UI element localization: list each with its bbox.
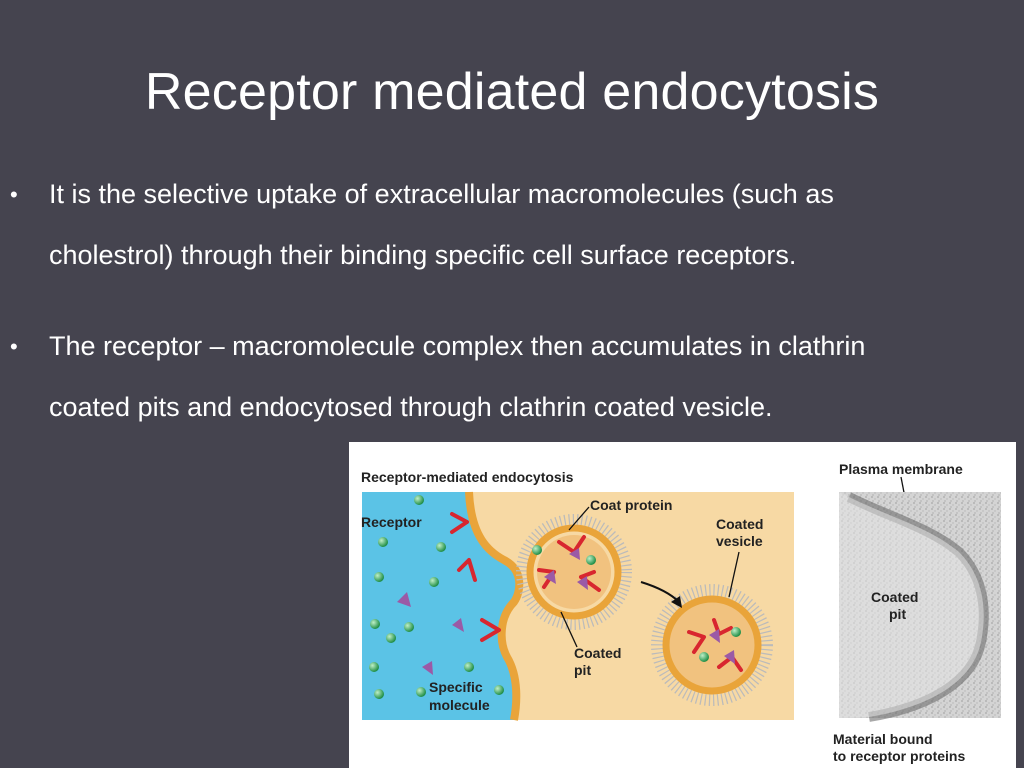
coat-protein-label: Coat protein (590, 497, 672, 513)
coated-pit (516, 514, 632, 630)
molecule-icon (724, 650, 735, 664)
coated-vesicle-label: Coated (716, 516, 763, 532)
material-bound-label: to receptor proteins (833, 748, 965, 764)
coated-pit-label: pit (574, 662, 591, 678)
bullet-text: It is the selective uptake of extracellu… (49, 164, 1009, 286)
receptor-icon (687, 630, 706, 654)
bullet-dot: • (10, 182, 18, 207)
coated-vesicle (651, 584, 773, 706)
bullet-line: coated pits and endocytosed through clat… (49, 392, 773, 422)
leader-line (560, 611, 578, 648)
molecule-icon (397, 592, 411, 607)
bullet-text: The receptor – macromolecule complex the… (49, 316, 1009, 438)
receptor-icon (450, 512, 469, 534)
molecule-icon (422, 661, 433, 675)
endocytosis-figure: Receptor-mediated endocytosis (349, 442, 1016, 768)
leader-line (728, 551, 740, 598)
material-bound-label: Material bound (833, 731, 933, 747)
plasma-membrane (465, 491, 524, 721)
specific-molecule-label: molecule (429, 697, 490, 713)
coated-vesicle-label: vesicle (716, 533, 763, 549)
molecule-icon (577, 576, 588, 590)
specific-molecule-label: Specific (429, 679, 483, 695)
receptor-icon (457, 558, 477, 582)
figure-heading: Receptor-mediated endocytosis (361, 469, 574, 485)
bullet-line: It is the selective uptake of extracellu… (49, 179, 834, 209)
arrowhead-icon (671, 596, 682, 608)
molecule-icon (452, 618, 464, 632)
plasma-membrane-label: Plasma membrane (839, 461, 963, 477)
endocytosis-diagram: Receptor-mediated endocytosis (361, 461, 1001, 764)
bullet-line: cholestrol) through their binding specif… (49, 240, 797, 270)
receptor-icon (557, 535, 586, 554)
bullet-line: The receptor – macromolecule complex the… (49, 331, 866, 361)
micrograph-coated-pit-label: pit (889, 606, 906, 622)
bullet-dot: • (10, 334, 18, 359)
specific-molecules (397, 548, 735, 675)
leader-line (568, 506, 590, 531)
molecule-icon (544, 570, 556, 584)
molecule-icon (709, 629, 720, 643)
molecule-icon (569, 548, 580, 560)
extracellular-molecules (369, 495, 741, 699)
micrograph-coated-pit-label: Coated (871, 589, 918, 605)
receptor-icon (480, 618, 501, 642)
extracellular-area (362, 492, 520, 720)
slide-title: Receptor mediated endocytosis (144, 63, 880, 121)
micrograph (839, 492, 1001, 722)
coated-pit-label: Coated (574, 645, 621, 661)
receptor-label: Receptor (361, 514, 422, 530)
